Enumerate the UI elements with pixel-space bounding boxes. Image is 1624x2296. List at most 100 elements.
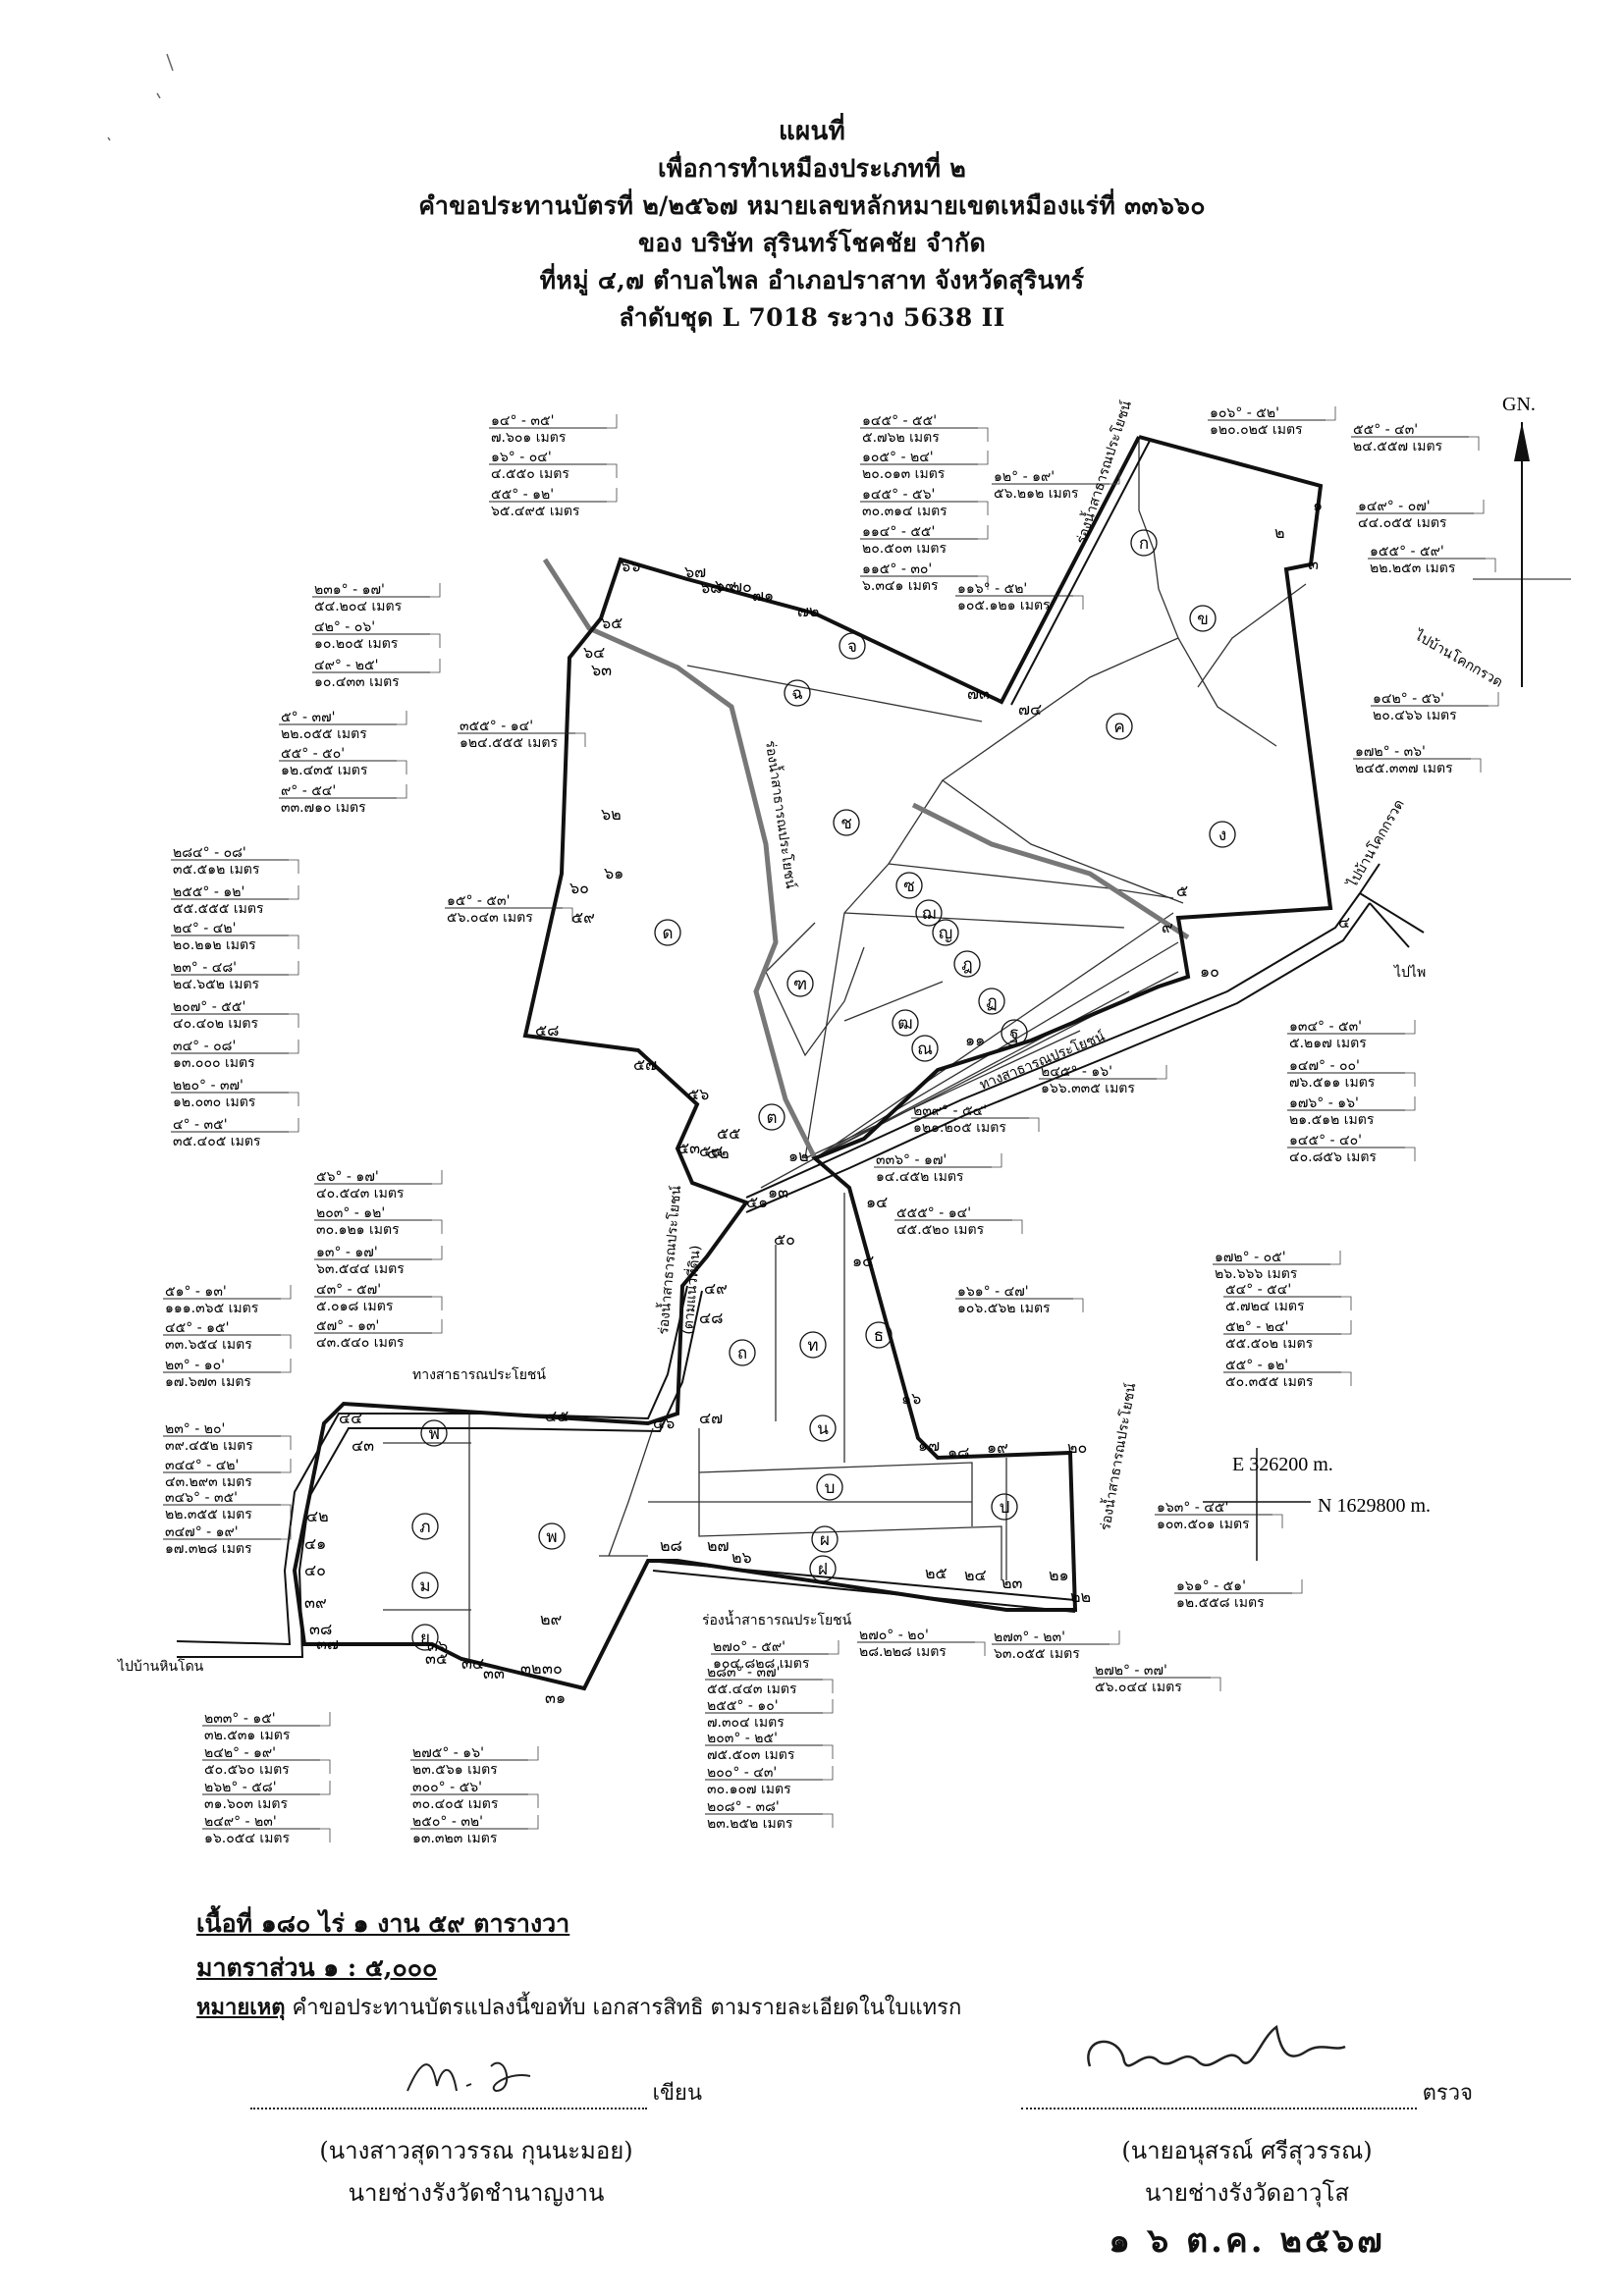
bearing-angle: ๑๑๔° - ๕๕' <box>862 524 935 540</box>
drafter-name: (นางสาวสุดาวรรณ กุนนะมอย) <box>319 2137 633 2164</box>
bearing-distance: ๒๖.๖๖๖ เมตร <box>1215 1266 1298 1282</box>
bearing-leader <box>1405 1147 1416 1161</box>
parcel-letter: ธ <box>874 1326 884 1346</box>
parcel-circle <box>799 1331 827 1359</box>
bearing-leader <box>432 1246 443 1260</box>
boundary-point-number: ๖๗ <box>684 562 706 581</box>
boundary-point-number: ๑๗ <box>918 1436 940 1455</box>
bearing-distance: ๓๙.๔๕๒ เมตร <box>165 1438 253 1454</box>
bearing-leader <box>1157 1065 1167 1080</box>
boundary-point-number: ๓๐ <box>542 1659 563 1678</box>
grid-reference-cross <box>1203 1448 1311 1561</box>
bearing-distance: ๓๕.๕๑๒ เมตร <box>173 862 260 878</box>
bearing-leader <box>823 1766 834 1781</box>
parcel-letter: ด <box>662 924 673 943</box>
bearing-leader <box>281 1525 292 1540</box>
parcel-circle <box>1189 605 1217 632</box>
road-stream-label: ร่องน้ำสาธารณประโยชน์ <box>1071 398 1135 546</box>
boundary-point-number: ๓ <box>1308 555 1319 573</box>
boundary-point-number: ๕๐ <box>774 1230 795 1249</box>
bearing-angle: ๑๐๖° - ๕๒' <box>1210 405 1279 421</box>
bearing-distance: ๓๐.๔๐๕ เมตร <box>412 1796 499 1812</box>
bearing-leader <box>1110 1630 1120 1645</box>
bearing-leader <box>1405 1072 1416 1087</box>
bearing-distance: ๓๐.๑๒๑ เมตร <box>316 1222 400 1238</box>
bearing-leader <box>289 859 299 874</box>
area-text: เนื้อที่ ๑๘๐ ไร่ ๑ งาน ๕๙ ตารางวา <box>196 1909 570 1938</box>
bearing-angle: ๔๕° - ๑๕' <box>165 1320 229 1336</box>
bearing-distance: ๑๐๕.๑๒๑ เมตร <box>957 598 1051 614</box>
bearing-distance: ๒๔.๕๕๗ เมตร <box>1353 439 1443 454</box>
bearing-distance: ๑๐.๔๓๓ เมตร <box>314 674 400 690</box>
boundary-point-number: ๕๗ <box>633 1055 657 1074</box>
boundary-point-number: ๖๔ <box>583 643 605 662</box>
bearing-angle: ๑๗๖° - ๑๖' <box>1289 1095 1359 1111</box>
boundary-point-number: ๑๐ <box>1200 962 1219 981</box>
public-road-lines <box>176 436 1425 1658</box>
bearing-angle: ๑๖๓° - ๔๕' <box>1157 1500 1228 1516</box>
parcel-division-lines <box>383 437 1307 1659</box>
bearing-angle: ๙° - ๕๔' <box>281 783 336 799</box>
boundary-point-number: ๖๑ <box>604 864 623 882</box>
parcel-circle <box>1001 1019 1028 1046</box>
boundary-point-number: ๓๒ <box>520 1659 541 1678</box>
bearing-angle: ๓๐๐° - ๕๖' <box>412 1780 482 1795</box>
boundary-point-number: ๗๓ <box>967 684 990 703</box>
boundary-point-number: ๕๕ <box>717 1124 740 1143</box>
boundary-point-number: ๓๓ <box>483 1664 505 1682</box>
bearing-distance: ๒๔.๖๕๒ เมตร <box>173 977 260 992</box>
bearing-distance: ๖๓.๐๕๕ เมตร <box>994 1646 1080 1662</box>
drafter-position: นายช่างรังวัดชำนาญงาน <box>348 2179 605 2207</box>
parcel-letter: ซ <box>903 877 915 896</box>
bearing-leader <box>1489 692 1499 707</box>
bearing-distance: ๕๕.๔๔๓ เมตร <box>707 1682 797 1697</box>
boundary-point-number: ๖๙ <box>715 576 736 595</box>
bearing-angle: ๒๓๑° - ๑๗' <box>314 582 385 598</box>
bearing-angle: ๕๑° - ๑๓' <box>165 1284 227 1300</box>
parcel-circle <box>839 632 866 660</box>
parcel-letter: ย <box>420 1629 430 1648</box>
bearing-leader <box>823 1699 834 1714</box>
bearing-distance: ๒๐.๕๐๓ เมตร <box>862 541 947 557</box>
bearing-angle: ๓๔° - ๐๘' <box>173 1039 236 1054</box>
bearing-leader <box>978 525 989 540</box>
concession-boundary-line <box>292 435 1333 1691</box>
checker-position: นายช่างรังวัดอาวุโส <box>1144 2179 1349 2207</box>
bearing-angle: ๒๐๓° - ๒๕' <box>707 1731 778 1746</box>
road-stream-label: ไปบ้านโคกกรวด <box>1343 796 1408 890</box>
bearing-leader <box>528 1746 539 1761</box>
bearing-distance: ๔๐.๘๕๖ เมตร <box>1289 1149 1377 1165</box>
parcel-letter: บ <box>825 1478 836 1498</box>
bearing-distance: ๕๖.๐๔๔ เมตร <box>1095 1680 1182 1695</box>
parcel-letter: ภ <box>419 1518 430 1537</box>
bearing-leader <box>289 934 299 949</box>
bearing-leader <box>1405 1020 1416 1035</box>
bearing-angle: ๓๕๕° - ๑๔' <box>460 719 533 734</box>
road-stream-label: ร่องน้ำสาธารณประโยชน์ <box>702 1610 852 1629</box>
bearing-leader <box>607 414 618 429</box>
boundary-point-number: ๒๔ <box>964 1566 987 1584</box>
boundary-point-number: ๔๕ <box>545 1407 568 1425</box>
boundary-point-number: ๕๓ <box>677 1139 700 1157</box>
bearing-leader <box>992 1153 1002 1168</box>
bearing-angle: ๕๗° - ๑๓' <box>316 1318 379 1334</box>
boundary-point-number: ๖๐ <box>569 879 589 897</box>
parcel-circle <box>411 1624 439 1651</box>
bearing-distance: ๔๔.๐๕๕ เมตร <box>1358 515 1447 531</box>
bearing-angle: ๒๔° - ๔๒' <box>173 921 236 936</box>
bearing-distance: ๓๕.๔๐๕ เมตร <box>173 1134 261 1149</box>
checker-name: (นายอนุสรณ์ ศรีสุวรรณ) <box>1121 2137 1373 2164</box>
boundary-point-number: ๒ <box>1274 523 1285 542</box>
bearing-angle: ๒๗๕° - ๑๖' <box>412 1745 484 1761</box>
bearing-angle: ๑๑๕° - ๓๐' <box>862 561 932 577</box>
bearing-leader <box>1073 595 1084 610</box>
bearing-distance: ๒๐.๔๖๖ เมตร <box>1373 708 1457 723</box>
parcel-letter: พ <box>546 1527 557 1547</box>
boundary-point-number: ๓๘ <box>309 1620 332 1638</box>
parcel-circle <box>809 1415 837 1442</box>
parcel-circle <box>811 1525 839 1553</box>
bearing-angle: ๒๔๙° - ๒๓' <box>204 1814 277 1830</box>
parcel-circle <box>978 988 1005 1015</box>
bearing-leader <box>1405 1096 1416 1111</box>
bearing-distance: ๕๕.๕๕๕ เมตร <box>173 901 264 917</box>
